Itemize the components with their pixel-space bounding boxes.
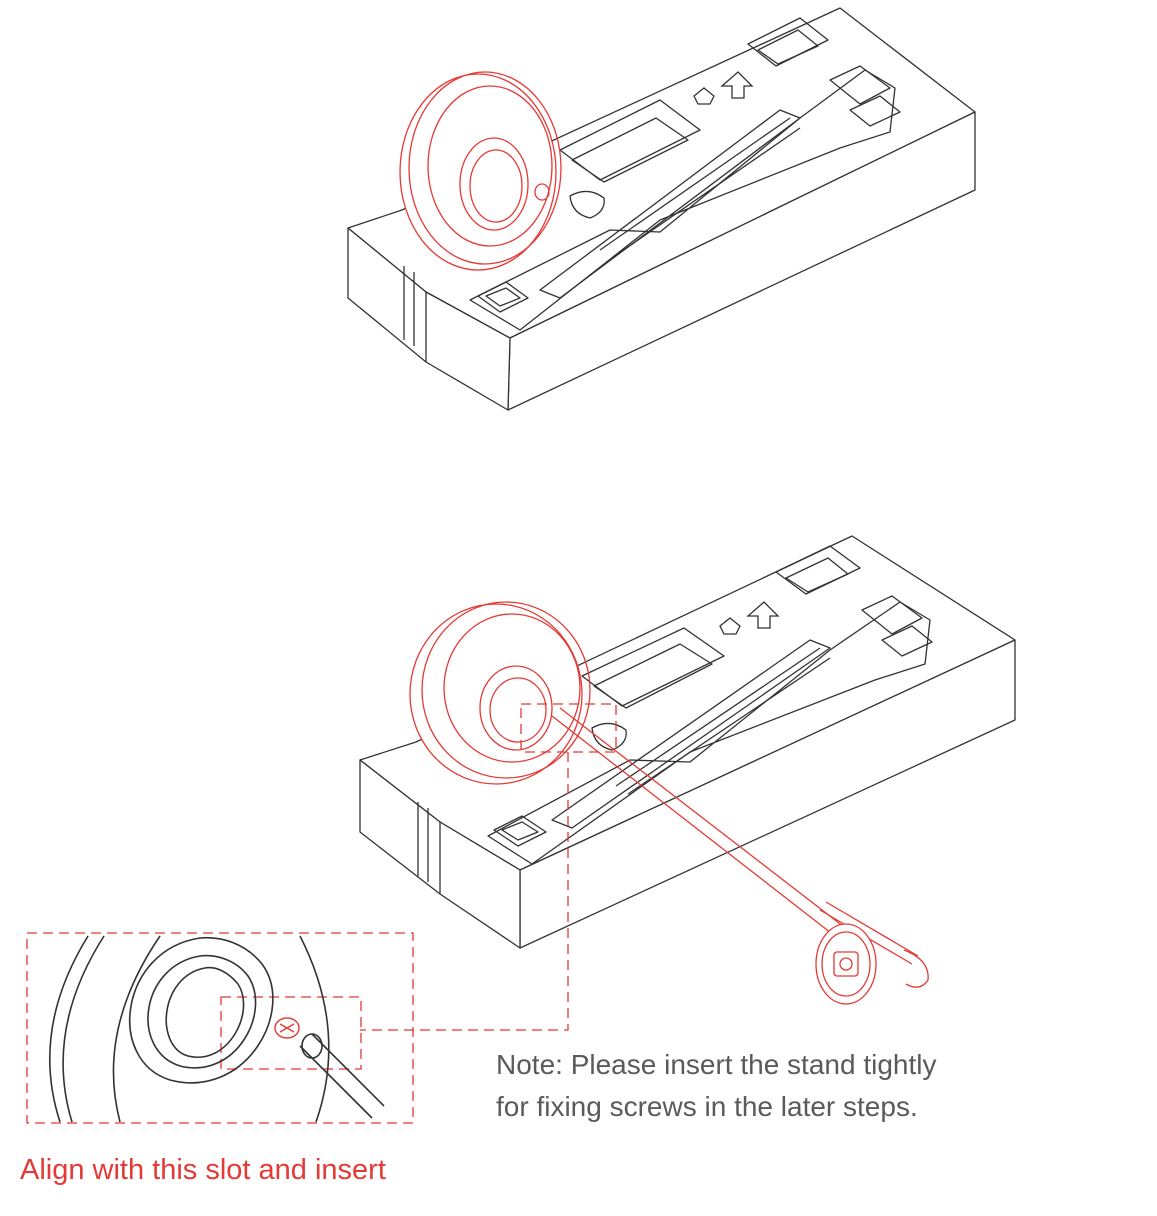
instruction-note: Note: Please insert the stand tightly fo… (496, 1044, 1056, 1128)
note-line-2: for fixing screws in the later steps. (496, 1091, 918, 1122)
callout-lines (26, 703, 617, 1124)
tray-bottom (359, 535, 1016, 949)
base-plate-top (399, 71, 562, 271)
recycle-icon-bottom (719, 617, 741, 635)
stand-rod (551, 707, 929, 1005)
zoom-screw (274, 1017, 300, 1039)
align-caption: Align with this slot and insert (20, 1154, 386, 1186)
zoom-detail (48, 935, 385, 1123)
arrow-up-icon-bottom (746, 601, 780, 629)
base-plate-bottom (409, 601, 591, 785)
recycle-icon (693, 87, 715, 105)
arrow-up-icon (720, 71, 754, 99)
note-line-1: Note: Please insert the stand tightly (496, 1049, 937, 1080)
